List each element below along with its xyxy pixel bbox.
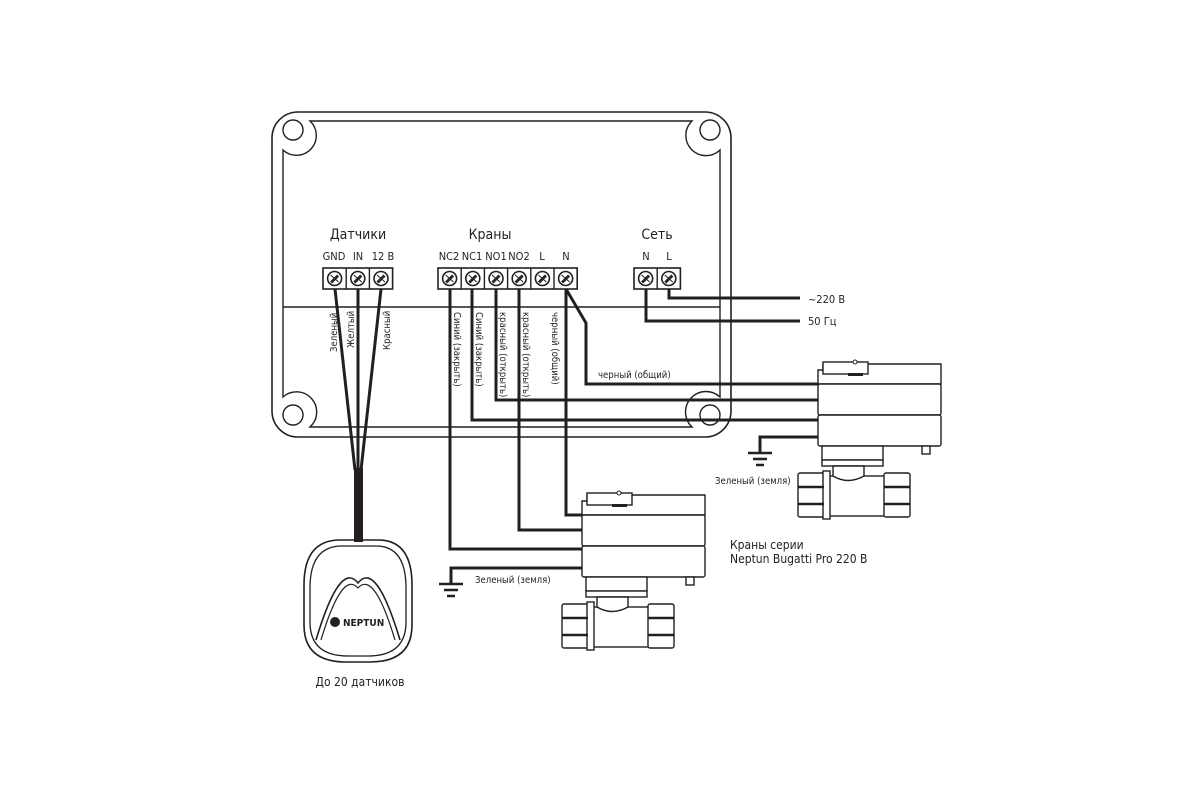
screw-icon bbox=[660, 270, 677, 287]
neptun-logo-icon bbox=[330, 617, 340, 627]
wire-label: Желтый bbox=[346, 311, 357, 348]
wire-no2 bbox=[517, 289, 582, 532]
wire-gnd bbox=[333, 288, 357, 471]
actuator-body bbox=[817, 414, 942, 447]
wire-no1 bbox=[494, 289, 818, 402]
wire-label: Синий (закрыть) bbox=[451, 312, 462, 387]
actuator-body bbox=[581, 545, 706, 578]
screw-icon bbox=[441, 270, 458, 287]
valve-series-line2: Neptun Bugatti Pro 220 В bbox=[730, 552, 867, 566]
screw-icon bbox=[511, 270, 528, 287]
wire-mains-n bbox=[644, 289, 800, 323]
wire-n-lower bbox=[564, 289, 582, 517]
actuator-base bbox=[585, 576, 648, 592]
screw-icon bbox=[349, 270, 366, 287]
screw-icon bbox=[637, 270, 654, 287]
pin-label: N bbox=[642, 250, 649, 263]
actuator-knob bbox=[822, 361, 869, 375]
sensors-title: Датчики bbox=[330, 227, 386, 243]
pin-label: N bbox=[562, 250, 569, 263]
valve-nut bbox=[883, 472, 911, 518]
mounting-hole bbox=[699, 404, 721, 426]
mounting-hole bbox=[699, 119, 721, 141]
ground-label-lower: Зеленый (земля) bbox=[475, 575, 551, 586]
sensor-caption: До 20 датчиков bbox=[316, 675, 405, 689]
wire-nc2 bbox=[448, 289, 582, 551]
valves-title: Краны bbox=[469, 227, 512, 243]
actuator-knob bbox=[586, 492, 633, 506]
supply-frequency: 50 Гц bbox=[808, 315, 837, 328]
actuator-body bbox=[581, 514, 706, 547]
wire-12v bbox=[359, 288, 383, 471]
wire-label: черный (общий) bbox=[549, 312, 560, 385]
pin-label: L bbox=[666, 250, 672, 263]
screw-icon bbox=[326, 270, 343, 287]
pin-label: IN bbox=[353, 250, 363, 263]
wire-label: Красный bbox=[382, 311, 393, 350]
valve-nut bbox=[797, 472, 825, 518]
valve-series-line1: Краны серии bbox=[730, 538, 804, 552]
ground-icon bbox=[439, 582, 463, 598]
wire-nc1 bbox=[470, 289, 818, 422]
pin-label: NO2 bbox=[508, 250, 529, 263]
valve-lower bbox=[561, 490, 706, 651]
valve-upper bbox=[797, 359, 942, 520]
wire-n-upper bbox=[564, 288, 818, 386]
valve-pipe bbox=[589, 606, 651, 648]
ground-icon bbox=[748, 451, 772, 467]
valve-nut bbox=[647, 603, 675, 649]
wire-label: красный (открыть) bbox=[497, 312, 508, 397]
pin-label: 12 В bbox=[372, 250, 395, 263]
wire-mains-l bbox=[667, 289, 800, 300]
ground-label-upper: Зеленый (земля) bbox=[715, 476, 791, 487]
pin-label: NC1 bbox=[462, 250, 483, 263]
screw-icon bbox=[464, 270, 481, 287]
mounting-hole bbox=[282, 404, 304, 426]
wires bbox=[333, 288, 818, 583]
valve-nut bbox=[561, 603, 589, 649]
pin-label: GND bbox=[323, 250, 346, 263]
actuator-body bbox=[817, 383, 942, 416]
pin-label: NO1 bbox=[485, 250, 506, 263]
pin-label: L bbox=[539, 250, 545, 263]
screw-icon bbox=[488, 270, 504, 287]
sensor-cable bbox=[354, 468, 363, 542]
valve-pipe bbox=[825, 475, 887, 517]
wire-label: Зеленый bbox=[329, 313, 340, 352]
mounting-hole bbox=[282, 119, 304, 141]
sensor-logo: NEPTUN bbox=[343, 618, 384, 629]
mains-title: Сеть bbox=[641, 227, 672, 243]
terminal-blocks bbox=[322, 267, 682, 290]
pin-label: NC2 bbox=[439, 250, 460, 263]
wire-ground-upper bbox=[758, 435, 818, 452]
wire-label: Синий (закрыть) bbox=[473, 312, 484, 387]
screw-icon bbox=[373, 270, 389, 287]
supply-voltage: ~220 В bbox=[808, 293, 845, 306]
common-wire-label: черный (общий) bbox=[598, 370, 671, 381]
wire-label: красный (открыть) bbox=[520, 312, 531, 397]
screw-icon bbox=[534, 270, 551, 287]
actuator-base bbox=[821, 445, 884, 461]
screw-icon bbox=[557, 270, 574, 287]
wire-ground-lower bbox=[449, 566, 582, 583]
leak-sensor: NEPTUN bbox=[303, 539, 413, 663]
